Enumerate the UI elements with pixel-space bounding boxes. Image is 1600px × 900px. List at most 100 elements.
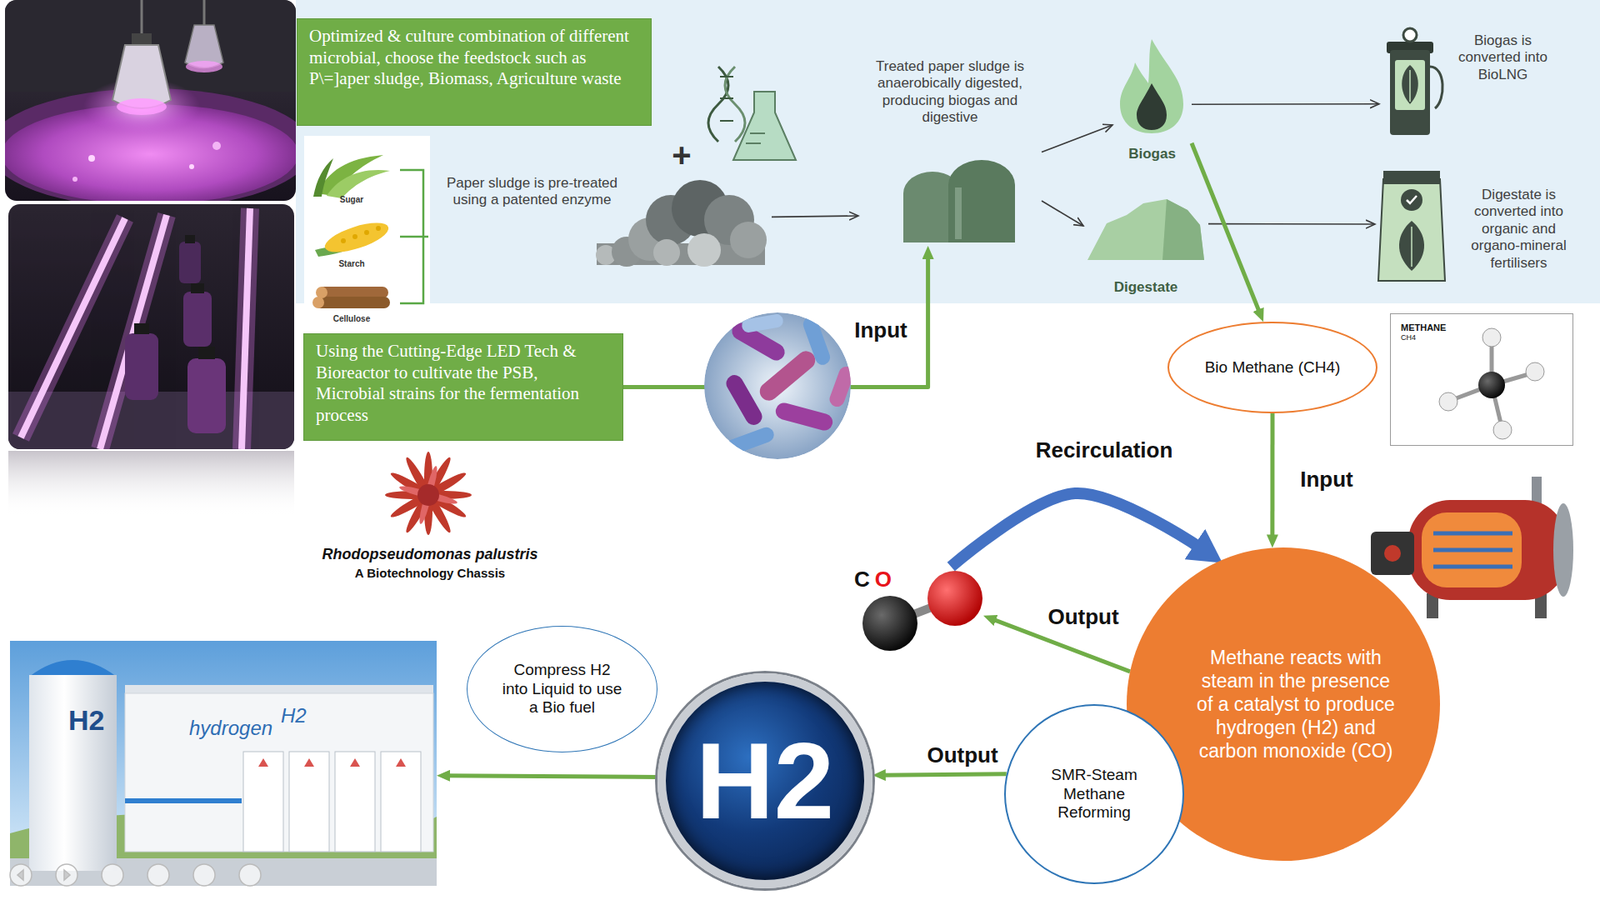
biolng-pump-icon [1409,70,1411,102]
paper-sludge-pile [687,233,721,267]
hydrogen-storage-photo [10,640,437,886]
node-text: Treated paper sludge is anaerobically di… [858,58,1042,127]
digestate-pile-icon [1087,199,1205,260]
slideshow-toolbar [55,864,78,886]
paper-sludge-pile [653,239,680,266]
feedstock-panel [304,135,430,304]
bacterium-illustration [385,451,472,535]
hydrogen-storage-photo [10,640,437,886]
led-bioreactor-photo [179,241,201,284]
feedstock-bracket [400,170,429,304]
hydrogen-storage-photo [335,751,375,852]
hydrogen-storage-photo [395,758,406,767]
flow-arrow [1191,143,1260,315]
digestate-pile-icon [1087,199,1205,260]
node-text: SMR-Steam Methane Reforming [1031,765,1157,823]
bacteria-culture-image [740,313,785,334]
tank-photo [189,164,195,170]
boiler-illustration [1433,565,1513,570]
node-text: C [854,566,870,593]
cellulose-icon [315,286,328,299]
hydrogen-storage: H2hydrogenH2 [10,640,437,886]
dna-flask-icon [733,91,796,160]
starch-icon [364,230,370,235]
fertiliser-bag-icon [1383,170,1440,185]
slideshow-toolbar [147,864,170,886]
hydrogen-storage-photo [29,660,117,677]
digester-icon [903,160,1015,243]
flow-arrow [771,215,859,217]
node-text: Optimized & culture combination of diffe… [309,25,640,90]
cellulose-icon [312,286,390,309]
pretreatment-step: Paper sludge is pre-treated using a pate… [430,175,772,269]
slideshow-toolbar [17,870,24,880]
node-text: Bio Methane (CH4) [1201,358,1344,378]
starch-icon [352,234,358,240]
digestion-step: Treated paper sludge is anaerobically di… [858,58,1042,246]
slideshow-toolbar [64,870,70,880]
biolng-pump-icon [1386,28,1443,135]
edge-label: Output [926,742,998,769]
fertiliser-bag-icon [1378,170,1445,281]
fertiliser-bag-icon [1410,226,1413,267]
fertiliser-bag-icon [1378,179,1445,281]
node-subtext: hydrogen [189,716,273,741]
edge-label: Recirculation [1035,437,1174,464]
biolng-pump-icon [1401,65,1419,105]
caption-label: A Biotechnology Chassis [355,565,505,580]
edge-label: Output [1047,604,1119,630]
boiler-illustration [1553,503,1574,597]
dna-flask-icon [720,120,734,122]
bacteria-culture-image [774,400,835,432]
hydrogen-circle: H2 [657,673,873,889]
led-bioreactor-photo [183,291,212,347]
boiler-illustration [1531,476,1542,505]
hydrogen-storage-photo [380,751,421,852]
flow-arrow [1270,413,1275,540]
methane-structure-box: METHANECH4 [1390,313,1574,446]
tank-photo [140,0,144,34]
bacterium-illustration [417,484,440,506]
node-text: Methane reacts with steam in the presenc… [1195,645,1396,763]
dna-flask-icon [720,75,734,78]
digestate-pile-icon [1162,199,1205,260]
node-text: H2 [695,726,835,835]
bacteria-culture-image [800,315,832,368]
hydrogen-storage-photo [243,751,284,852]
fertiliser-bag-icon [1399,220,1425,271]
node-subtext: O [875,566,892,593]
boiler-illustration [1384,545,1401,562]
paper-sludge-pile [730,221,767,259]
digester-icon [948,160,1015,243]
node-text: Paper sludge is pre-treated using a pate… [430,175,635,210]
starch-icon [321,216,392,258]
boiler-illustration [1370,531,1415,575]
methane-molecule [1439,392,1458,411]
methane-molecule [1390,313,1574,446]
flow-arrow [880,774,1007,775]
co-molecule [862,595,918,651]
cellulose-icon [315,296,390,309]
methane-molecule [1478,371,1505,399]
node-text: METHANE [1400,322,1563,334]
node-text: Biogas is converted into BioLNG [1455,32,1550,84]
biolng-pump-icon [1395,60,1425,110]
boiler-illustration [1433,548,1513,553]
node-text: Biogas [1112,145,1192,163]
bacteria-culture-image [755,347,819,405]
dna-flask-icon [725,66,745,142]
node-text: Using the Cutting-Edge LED Tech & Biorea… [315,340,611,426]
tank-photo [5,0,296,201]
dna-flask-icon [750,132,765,135]
tank-photo [203,0,206,25]
slideshow-toolbar [10,864,32,886]
methane-molecule [1525,362,1545,381]
feedstock-note: Optimized & culture combination of diffe… [296,18,652,126]
biogas-icon: Biogas [1112,33,1192,163]
starch-icon [315,216,392,258]
compress-ellipse: Compress H2 into Liquid to use a Bio fue… [466,625,658,753]
cellulose-icon [312,296,325,309]
process-band [295,0,1600,304]
fertiliser-output: Digestate is converted into organic and … [1375,158,1580,288]
